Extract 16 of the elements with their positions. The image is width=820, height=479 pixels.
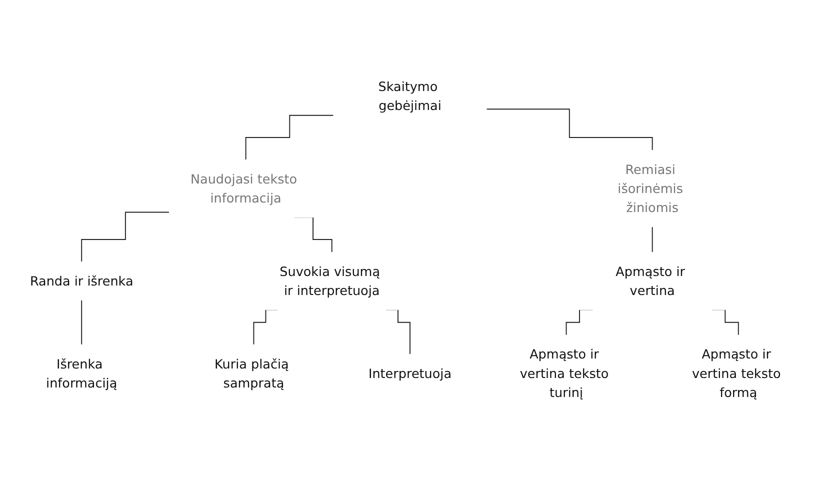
node-text: Apmąsto ir vertina teksto turinį xyxy=(520,346,609,400)
connector xyxy=(81,300,82,346)
node-text: Apmąsto ir vertina xyxy=(616,264,685,298)
node-text: Suvokia visumą ir interpretuoja xyxy=(280,264,380,298)
connector xyxy=(486,108,653,151)
node-text: Interpretuoja xyxy=(368,366,452,382)
node-text: Kuria plačią sampratą xyxy=(214,356,289,391)
node-text: Skaitymo gebėjimai xyxy=(378,78,442,114)
connector xyxy=(81,212,170,262)
node-text: Naudojasi teksto informacija xyxy=(190,171,298,206)
node-text: Apmąsto ir vertina teksto formą xyxy=(692,346,781,400)
node-text: Remiasi išorinėmis žiniomis xyxy=(618,162,683,216)
node-text: Išrenka informaciją xyxy=(46,356,118,391)
node-text: Randa ir išrenka xyxy=(30,273,134,289)
connector xyxy=(245,114,334,160)
connector xyxy=(652,226,653,253)
